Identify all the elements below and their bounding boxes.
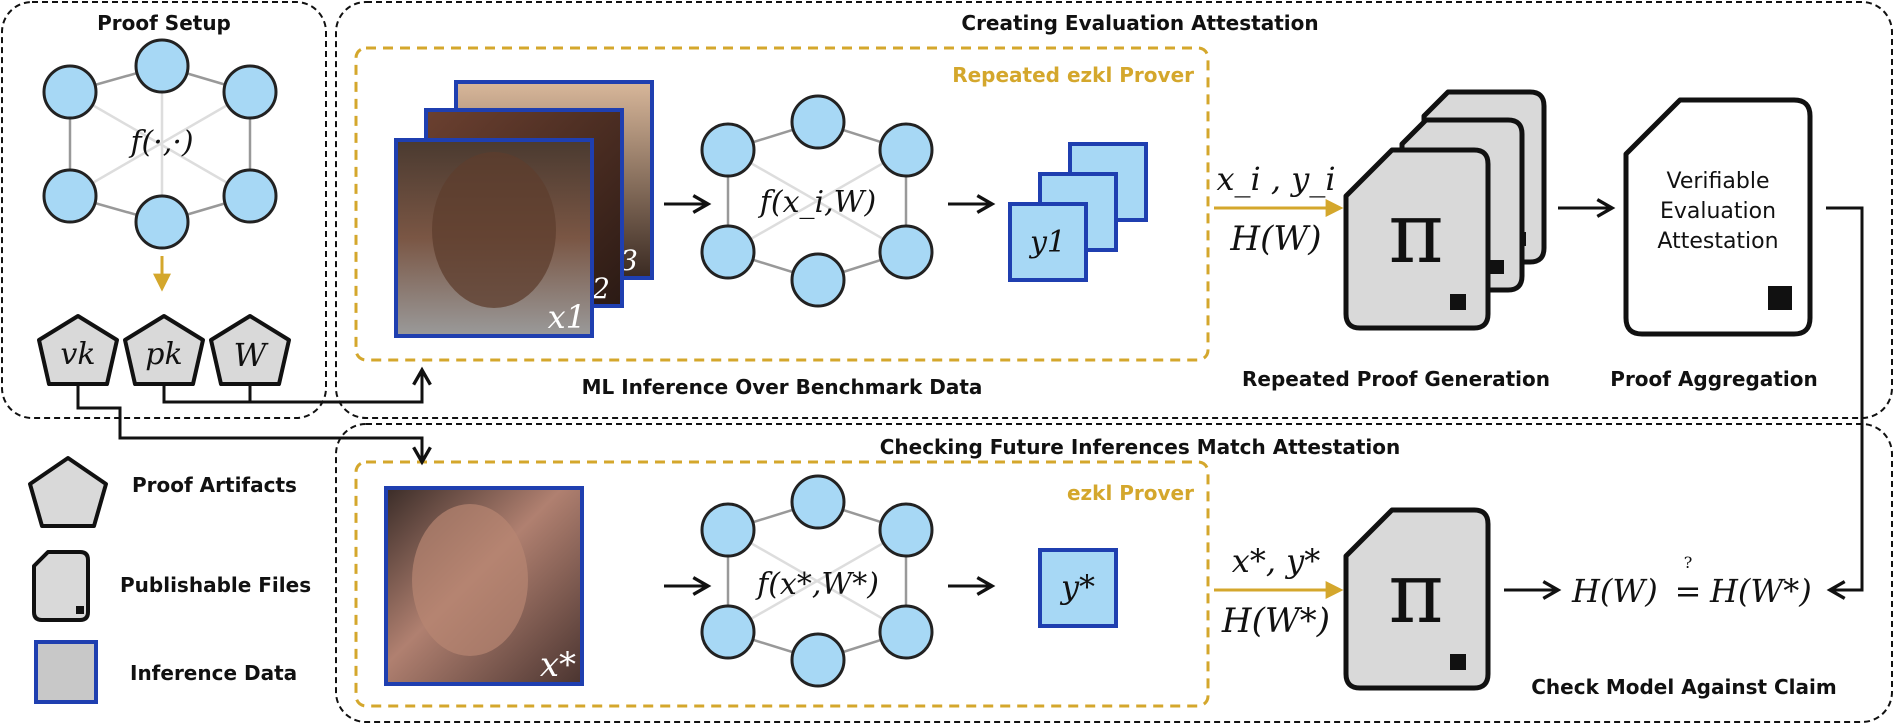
attestation-text-1: Verifiable xyxy=(1667,169,1770,194)
artifact-w[interactable]: W xyxy=(209,314,291,386)
bottom-output-label: y* xyxy=(1059,568,1095,606)
top-arrow-label-2: H(W) xyxy=(1229,219,1321,259)
caption-check-model: Check Model Against Claim xyxy=(1531,675,1836,699)
legend-label-files: Publishable Files xyxy=(120,573,311,597)
data-square-icon xyxy=(34,640,98,704)
artifact-connectors xyxy=(76,366,432,466)
proof-file-icon-bottom xyxy=(1343,507,1491,691)
artifact-pk[interactable]: pk xyxy=(123,314,205,386)
proof-setup-panel xyxy=(1,1,327,419)
bottom-arrow-label-2: H(W*) xyxy=(1221,601,1330,641)
top-arrow-label-1: x_i , y_i xyxy=(1216,160,1335,198)
equation-op: = xyxy=(1675,572,1702,610)
creating-attestation-panel xyxy=(335,1,1893,419)
top-network-nodes xyxy=(700,94,934,308)
file-icon xyxy=(32,550,90,622)
checking-inferences-panel xyxy=(335,423,1893,723)
new-image-label: x* xyxy=(540,645,576,685)
attestation-text-3: Attestation xyxy=(1657,229,1778,254)
proof-file-icon xyxy=(1343,147,1491,331)
legend: Proof Artifacts Publishable Files Infere… xyxy=(28,456,311,704)
artifact-pk-label: pk xyxy=(145,337,182,372)
setup-network-nodes xyxy=(42,38,278,250)
checking-title: Checking Future Inferences Match Attesta… xyxy=(880,435,1401,459)
top-function-label: f(x_i,W) xyxy=(758,185,876,220)
attestation-text-2: Evaluation xyxy=(1660,199,1776,224)
proof-file-stack: π xyxy=(1343,89,1547,331)
check-equation: H(W) ? = H(W*) xyxy=(1571,553,1812,610)
top-output-label: y1 xyxy=(1028,225,1066,260)
repeated-prover-label: Repeated ezkl Prover xyxy=(952,63,1194,87)
attestation-to-check-arrow xyxy=(1826,206,1864,600)
equation-rhs: H(W*) xyxy=(1709,572,1812,610)
prover-box xyxy=(354,460,1210,708)
legend-label-inference: Inference Data xyxy=(130,661,297,685)
proof-symbol-bottom: π xyxy=(1388,544,1443,642)
image-1-label: x1 xyxy=(548,298,586,336)
new-inference-image: x* xyxy=(384,486,584,686)
new-proof-file: π xyxy=(1343,507,1491,691)
artifact-vk[interactable]: vk xyxy=(37,314,119,386)
setup-function-label: f(·,·) xyxy=(128,125,193,160)
artifact-w-label: W xyxy=(234,336,270,374)
caption-ml-inference: ML Inference Over Benchmark Data xyxy=(582,375,983,399)
equation-q: ? xyxy=(1684,553,1693,572)
bottom-output-box xyxy=(1038,548,1118,628)
proof-setup-title: Proof Setup xyxy=(97,11,231,35)
top-output-stack: y1 xyxy=(1008,142,1148,282)
pentagon-icon xyxy=(28,456,108,528)
caption-aggregation: Proof Aggregation xyxy=(1610,367,1817,391)
equation-lhs: H(W) xyxy=(1571,572,1658,610)
caption-repeated-proof: Repeated Proof Generation xyxy=(1242,367,1550,391)
bottom-network-nodes xyxy=(700,474,934,688)
attestation-file: Verifiable Evaluation Attestation xyxy=(1623,97,1813,337)
bottom-arrow-label-1: x*, y* xyxy=(1232,542,1320,580)
legend-label-artifacts: Proof Artifacts xyxy=(132,473,297,497)
proof-symbol-top: π xyxy=(1388,184,1443,282)
repeated-prover-box xyxy=(354,46,1210,362)
benchmark-image-stack: x3 x2 x1 xyxy=(394,80,654,338)
prover-label: ezkl Prover xyxy=(1067,481,1194,505)
artifact-vk-label: vk xyxy=(60,337,95,372)
creating-title: Creating Evaluation Attestation xyxy=(961,11,1318,35)
bottom-function-label: f(x*,W*) xyxy=(755,567,879,602)
